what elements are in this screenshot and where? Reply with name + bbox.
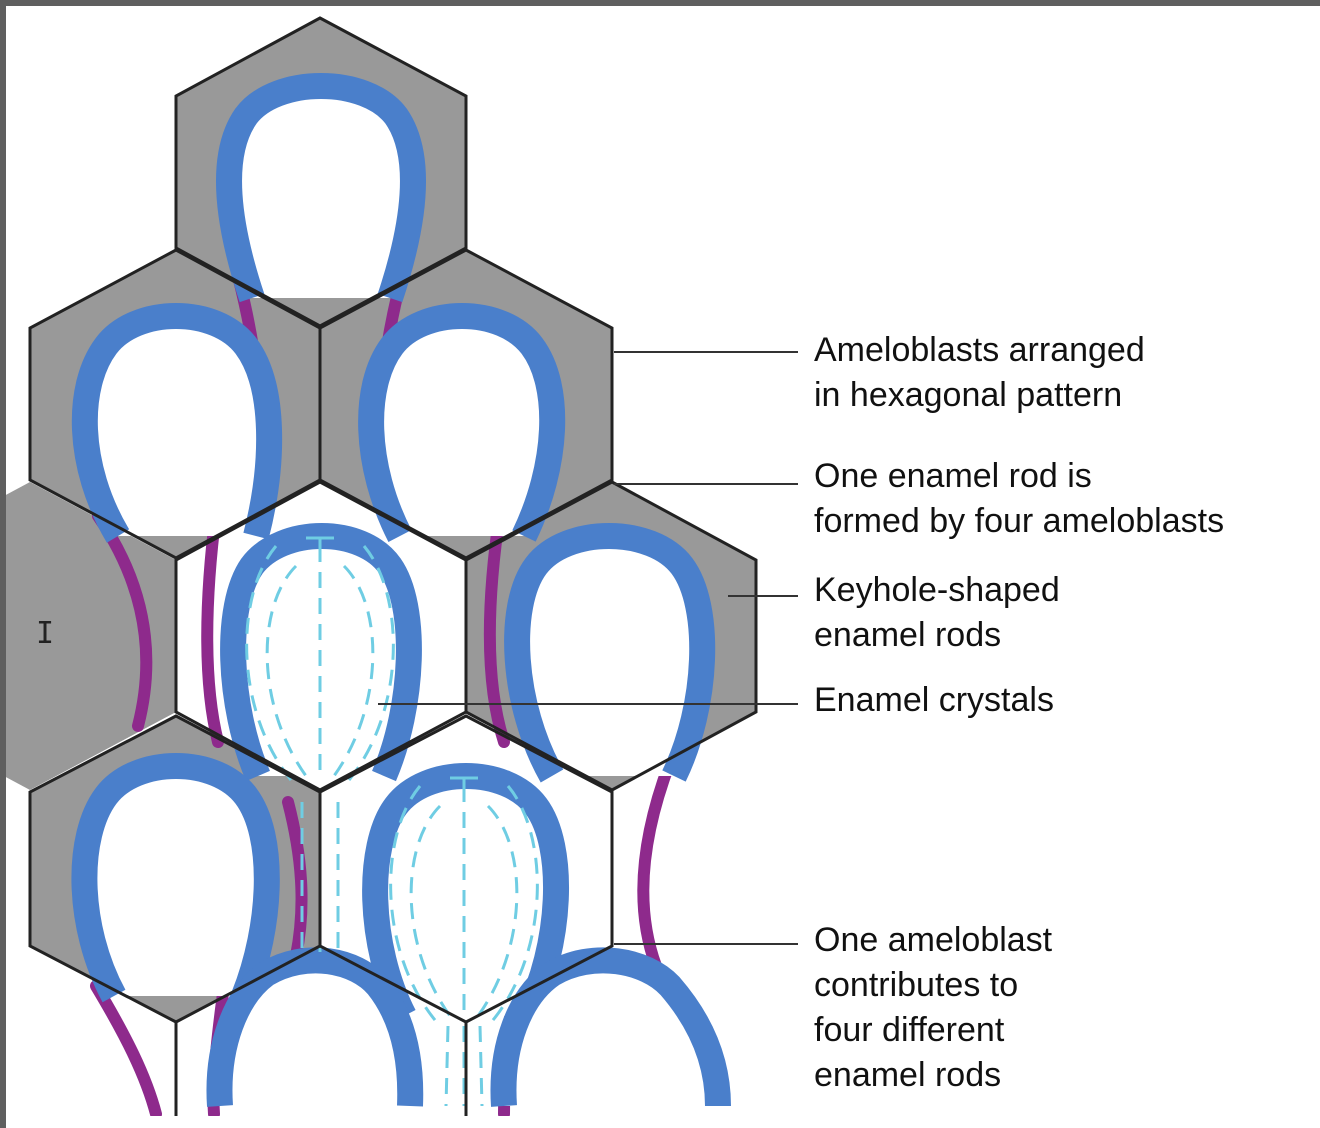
label-four-ameloblasts: One enamel rod is formed by four amelobl…	[814, 454, 1224, 544]
label-enamel-crystals: Enamel crystals	[814, 678, 1054, 723]
enamel-rod-head	[229, 86, 413, 298]
label-keyhole-rods: Keyhole-shaped enamel rods	[814, 568, 1060, 658]
enamel-rod-head	[85, 316, 269, 536]
label-one-ameloblast-contributes: One ameloblast contributes to four diffe…	[814, 918, 1052, 1098]
enamel-rod-head	[503, 960, 718, 1106]
enamel-rod-head	[517, 536, 702, 776]
label-hexagonal-pattern: Ameloblasts arranged in hexagonal patter…	[814, 328, 1145, 418]
diagram-canvas: Ameloblasts arranged in hexagonal patter…	[6, 6, 1320, 1128]
enamel-rod-diagram	[6, 6, 1320, 1128]
enamel-rod-head	[219, 960, 410, 1106]
enamel-rod-head	[371, 316, 552, 536]
enamel-rod-head	[84, 766, 266, 996]
text-cursor-icon: I	[36, 616, 54, 651]
